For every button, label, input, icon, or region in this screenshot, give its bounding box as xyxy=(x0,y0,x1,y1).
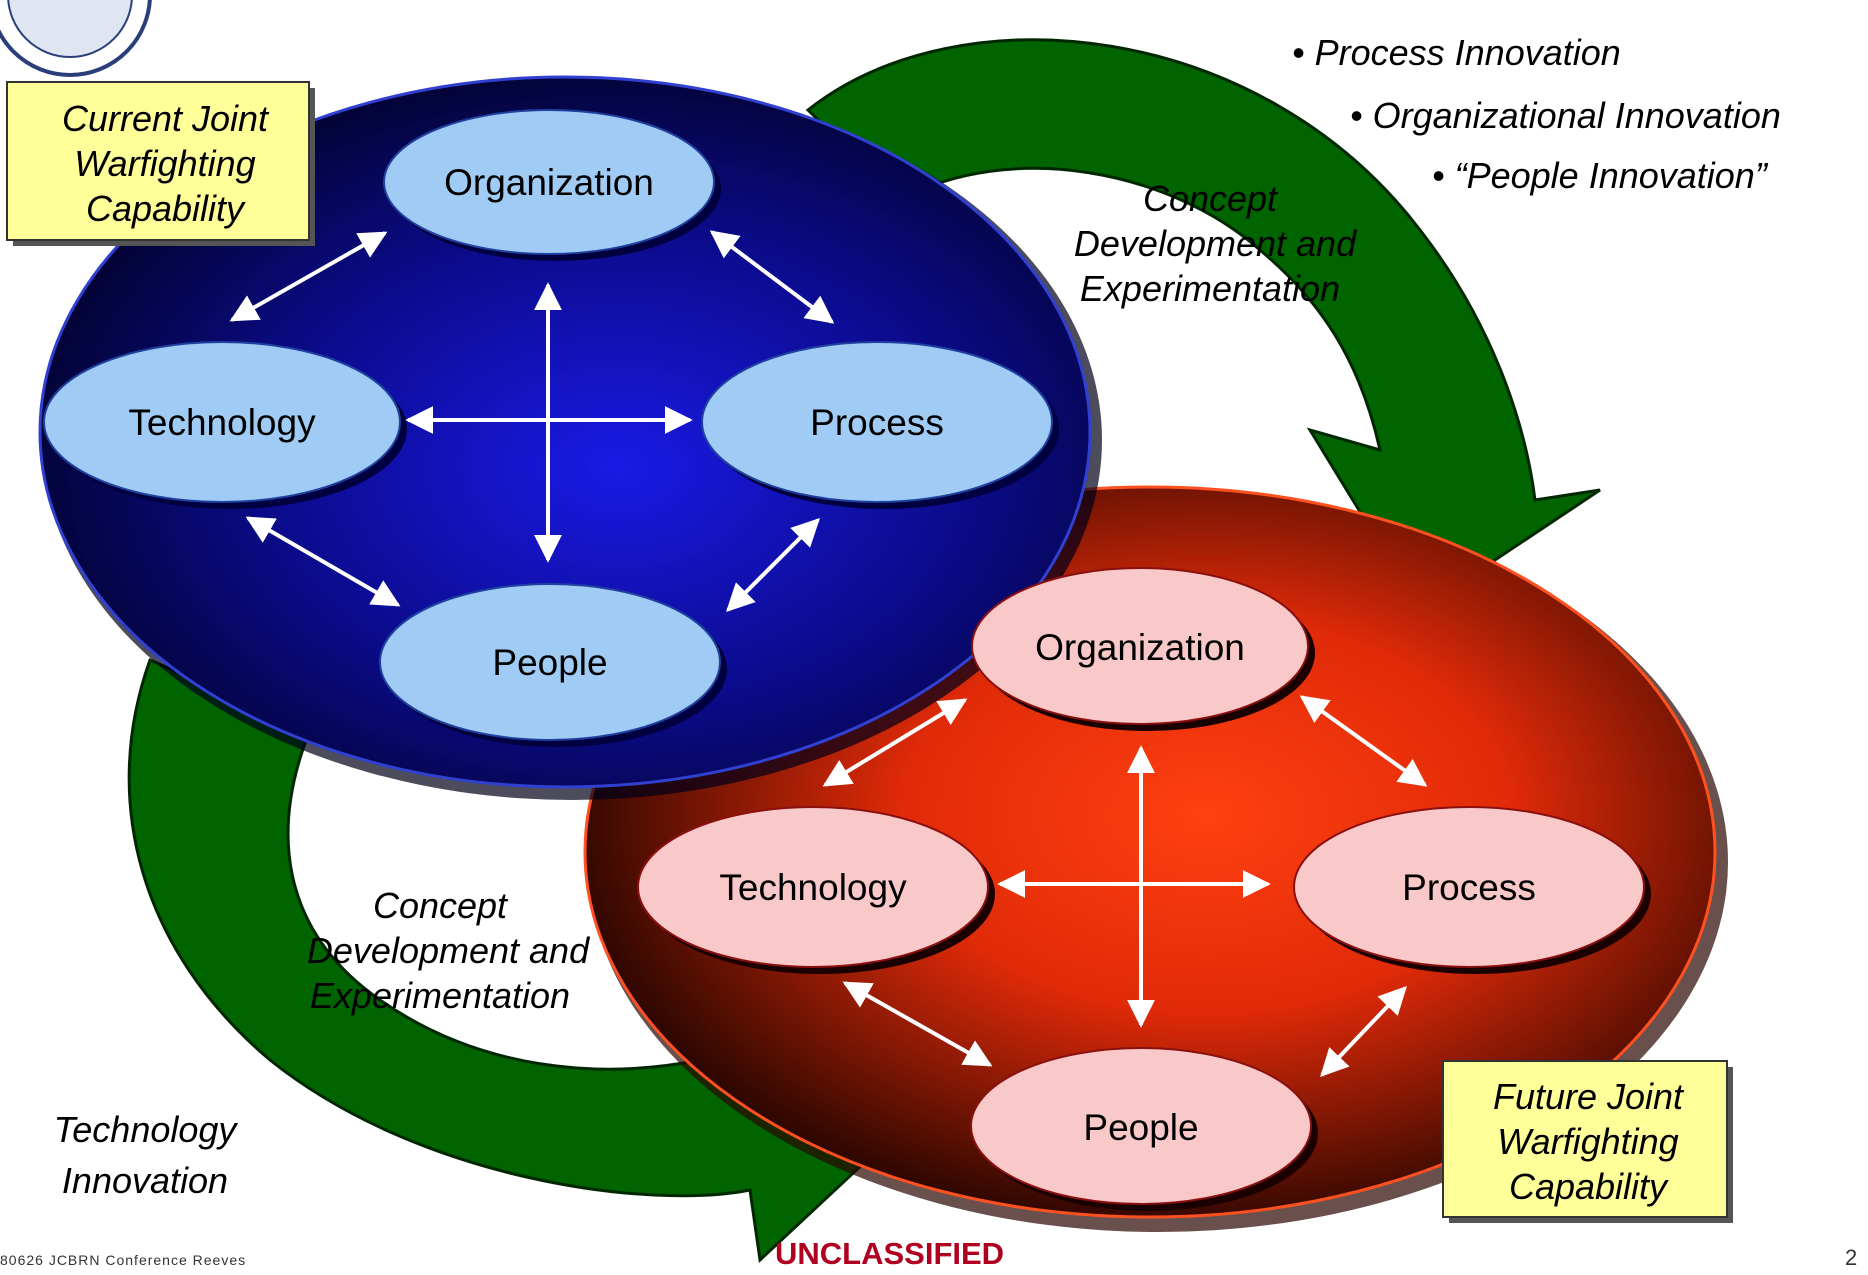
current-node-process-label: Process xyxy=(810,402,944,443)
cde-upper-line-1: Concept xyxy=(1143,178,1279,219)
cde-lower-line-2: Development and xyxy=(307,930,590,971)
future-node-people: People xyxy=(970,1047,1318,1211)
current-node-technology: Technology xyxy=(43,341,407,509)
cde-lower-line-1: Concept xyxy=(373,885,509,926)
upper-curved-arrow xyxy=(805,38,1601,613)
future-node-people-label: People xyxy=(1083,1107,1198,1148)
future-node-technology: Technology xyxy=(637,806,995,974)
technology-innovation-line-1: Technology xyxy=(54,1109,239,1150)
current-capability-label-box: Current Joint Warfighting Capability xyxy=(6,81,315,246)
cde-lower-line-3: Experimentation xyxy=(310,975,570,1016)
current-node-people-label: People xyxy=(492,642,607,683)
future-label-line-3: Capability xyxy=(1509,1166,1669,1207)
seal-icon xyxy=(0,0,152,77)
cde-upper-text: Concept Development and Experimentation xyxy=(1074,178,1357,309)
future-node-organization: Organization xyxy=(971,567,1315,731)
innovation-list: • Process Innovation • Organizational In… xyxy=(1292,32,1781,196)
page-number: 2 xyxy=(1845,1245,1858,1270)
future-node-process-label: Process xyxy=(1402,867,1536,908)
current-relationship-arrows xyxy=(229,230,835,612)
future-capability-label-box: Future Joint Warfighting Capability xyxy=(1442,1060,1733,1223)
current-node-organization-label: Organization xyxy=(444,162,654,203)
current-label-line-2: Warfighting xyxy=(74,143,255,184)
current-node-process: Process xyxy=(701,341,1059,509)
cde-lower-text: Concept Development and Experimentation xyxy=(307,885,590,1016)
cde-upper-line-2: Development and xyxy=(1074,223,1357,264)
footer-source: 80626 JCBRN Conference Reeves xyxy=(0,1252,247,1268)
innovation-item-people: • “People Innovation” xyxy=(1432,155,1769,196)
technology-innovation-line-2: Innovation xyxy=(62,1160,228,1201)
current-node-organization: Organization xyxy=(383,109,721,261)
future-node-process: Process xyxy=(1293,806,1651,974)
current-label-line-1: Current Joint xyxy=(62,98,270,139)
future-node-organization-label: Organization xyxy=(1035,627,1245,668)
current-node-people: People xyxy=(379,583,727,747)
lower-curved-arrow xyxy=(127,657,913,1264)
current-label-line-3: Capability xyxy=(86,188,246,229)
classification-marking: UNCLASSIFIED xyxy=(775,1236,1005,1271)
future-label-line-2: Warfighting xyxy=(1497,1121,1678,1162)
future-node-technology-label: Technology xyxy=(719,867,907,908)
technology-innovation-text: Technology Innovation xyxy=(54,1109,239,1201)
innovation-item-process: • Process Innovation xyxy=(1292,32,1621,73)
future-label-line-1: Future Joint xyxy=(1493,1076,1685,1117)
future-relationship-arrows xyxy=(822,695,1428,1078)
cde-upper-line-3: Experimentation xyxy=(1080,268,1340,309)
innovation-item-organizational: • Organizational Innovation xyxy=(1350,95,1781,136)
current-node-technology-label: Technology xyxy=(128,402,316,443)
